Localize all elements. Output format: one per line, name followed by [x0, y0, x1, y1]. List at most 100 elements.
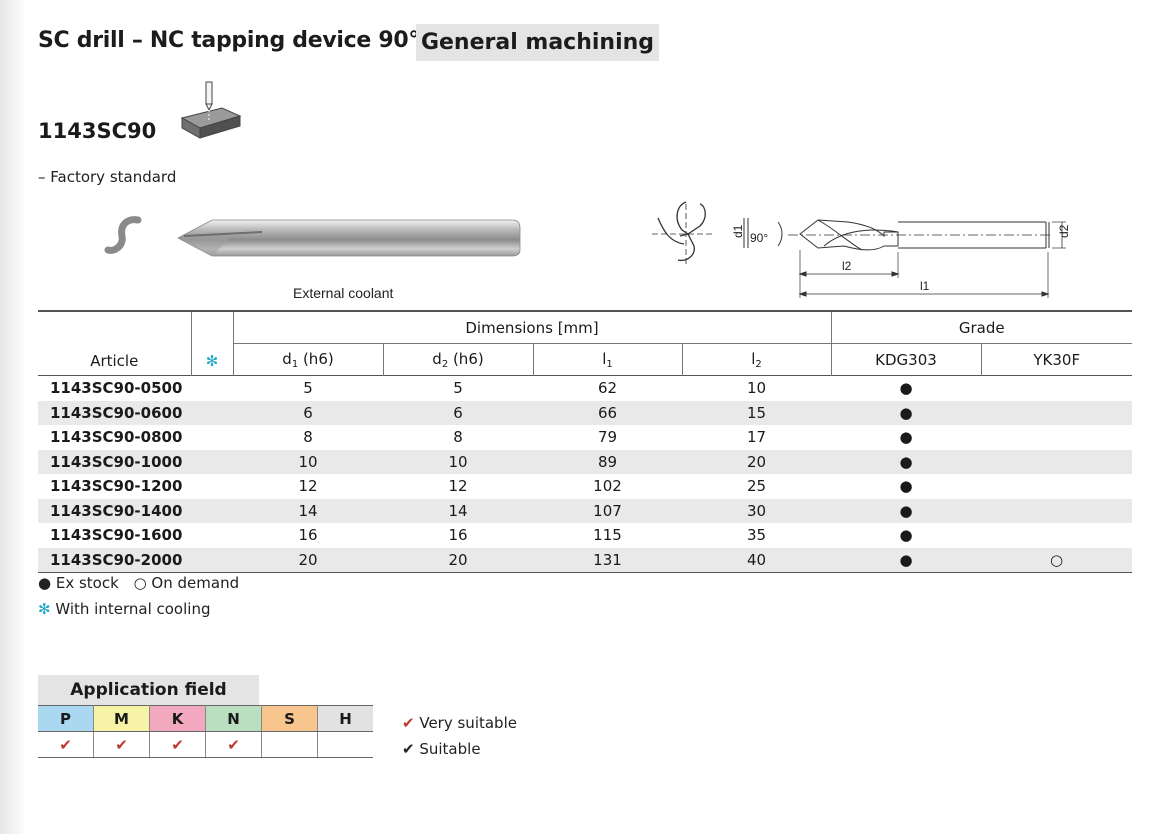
internal-cooling-header: ✻	[191, 311, 234, 376]
col-header-kdg303: KDG303	[831, 343, 982, 376]
material-n-suitability: ✔	[205, 731, 262, 758]
cooling-cell	[191, 474, 233, 499]
drill-side-view: d1 90° d2 l2 l1	[731, 218, 1068, 298]
suitable-legend: ✔ Suitable	[402, 740, 481, 758]
material-s-suitability	[261, 731, 318, 758]
coolant-label: External coolant	[293, 285, 394, 301]
d1-label: d1	[731, 224, 745, 238]
material-h-header: H	[317, 705, 373, 732]
internal-cooling-icon: ✻	[205, 352, 219, 370]
dimensions-group-header: Dimensions [mm]	[233, 311, 832, 344]
cooling-cell	[191, 400, 233, 425]
article-cell: 1143SC90-1000	[38, 449, 191, 474]
l2-label: l2	[842, 259, 852, 273]
l1-cell: 66	[533, 400, 682, 425]
col-header-yk30f: YK30F	[1033, 350, 1081, 369]
l2-cell: 30	[682, 498, 831, 523]
l1-cell: 115	[593, 526, 622, 545]
material-h-suitability	[317, 731, 373, 758]
l2-cell: 15	[682, 400, 831, 425]
drill-end-view	[652, 201, 714, 266]
kdg303-cell: ●	[831, 449, 981, 474]
kdg303-cell: ●	[831, 498, 981, 523]
flute-profile-icon	[104, 216, 142, 254]
l2-cell: 10	[746, 379, 767, 398]
article-header: Article	[38, 311, 192, 376]
kdg303-cell: ●	[831, 400, 981, 425]
article-cell: 1143SC90-0600	[38, 400, 191, 425]
d2-cell: 10	[383, 449, 533, 474]
material-p-header: P	[38, 705, 94, 732]
material-m-header: M	[93, 705, 150, 732]
article-cell: 1143SC90-2000	[38, 547, 191, 573]
cooling-cell	[191, 376, 233, 401]
article-cell: 1143SC90-1400	[38, 498, 191, 523]
very-suitable-legend: ✔ Very suitable	[402, 714, 517, 732]
cooling-cell	[191, 498, 233, 523]
article-cell: 1143SC90-1200	[50, 477, 183, 496]
material-n-header: N	[205, 705, 262, 732]
d1-cell: 12	[298, 477, 318, 496]
product-code: 1143SC90	[38, 119, 157, 143]
factory-standard-note: – Factory standard	[38, 168, 177, 186]
ex-stock-legend: ● Ex stock	[38, 574, 119, 592]
d1-cell: 8	[303, 428, 313, 447]
suitable-check-icon: ✔	[402, 740, 415, 758]
l2-cell: 40	[682, 547, 831, 573]
workpiece-drilling-icon	[180, 81, 242, 139]
cooling-cell	[191, 449, 233, 474]
material-m-suitability: ✔	[93, 731, 150, 758]
d2-cell: 12	[448, 477, 468, 496]
yk30f-cell	[981, 498, 1132, 523]
l2-cell: 17	[746, 428, 767, 447]
application-field-title: Application field	[38, 675, 259, 705]
stock-legend: ● Ex stock ○ On demand	[38, 574, 249, 592]
l1-cell: 89	[533, 449, 682, 474]
page-edge-shading	[0, 0, 26, 834]
d2-cell: 20	[383, 547, 533, 573]
l1-cell: 79	[597, 428, 618, 447]
material-k-suitability: ✔	[149, 731, 206, 758]
d2-label: d2	[1057, 224, 1068, 238]
l1-cell: 62	[597, 379, 618, 398]
article-cell: 1143SC90-1600	[50, 526, 183, 545]
d1-cell: 14	[233, 498, 383, 523]
material-k-header: K	[149, 705, 206, 732]
l2-cell: 25	[746, 477, 767, 496]
d2-cell: 16	[448, 526, 468, 545]
internal-cooling-legend-text: With internal cooling	[55, 600, 211, 618]
material-s-header: S	[261, 705, 318, 732]
col-header-d1: d1 (h6)	[233, 343, 384, 376]
article-cell: 1143SC90-0800	[50, 428, 183, 447]
d1-cell: 6	[233, 400, 383, 425]
page-title: SC drill – NC tapping device 90°	[38, 28, 420, 53]
very-suitable-check-icon: ✔	[402, 714, 415, 732]
kdg303-cell: ●	[831, 547, 981, 573]
internal-cooling-legend-icon: ✻	[38, 600, 51, 618]
yk30f-cell: ○	[981, 547, 1132, 573]
article-cell: 1143SC90-0500	[50, 379, 183, 398]
angle-label: 90°	[750, 231, 768, 245]
material-p-suitability: ✔	[38, 731, 94, 758]
grade-group-header: Grade	[831, 311, 1132, 344]
col-header-l1: l1	[533, 343, 683, 376]
yk30f-cell	[981, 474, 1132, 499]
cooling-cell	[191, 547, 233, 573]
kdg303-cell: ●	[899, 526, 913, 545]
d2-cell: 6	[383, 400, 533, 425]
yk30f-cell	[981, 449, 1132, 474]
d1-cell: 16	[298, 526, 318, 545]
kdg303-cell: ●	[899, 379, 913, 398]
yk30f-cell	[981, 425, 1132, 450]
dimensions-table: Article ✻ Dimensions [mm] Grade d1 (h6) …	[38, 310, 1132, 573]
suitability-legend: ✔ Very suitable ✔ Suitable	[402, 710, 517, 762]
drill-photo	[177, 219, 521, 257]
l2-cell: 20	[682, 449, 831, 474]
internal-cooling-legend: ✻ With internal cooling	[38, 600, 210, 618]
